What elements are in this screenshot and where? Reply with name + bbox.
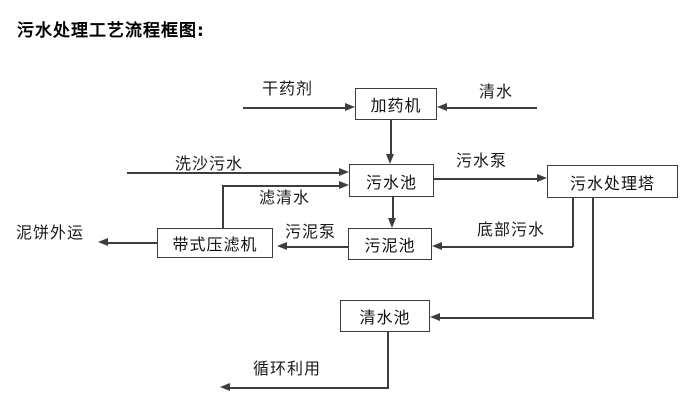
page-title: 污水处理工艺流程框图: [17, 21, 205, 41]
connector-sewage-pump [434, 178, 537, 180]
arrowhead-down-icon [386, 154, 394, 164]
arrowhead-left-icon [430, 313, 440, 321]
connector-mud-cake [108, 242, 157, 244]
node-belt-filter-press: 带式压滤机 [157, 228, 273, 258]
connector-tower-to-clean-v [592, 198, 594, 319]
connector-sludge-pump [287, 246, 348, 248]
connector-sand-washing [127, 172, 339, 174]
arrowhead-left-icon [220, 383, 230, 391]
arrowhead-right-icon [537, 174, 547, 182]
arrowhead-left-icon [437, 103, 447, 111]
node-treatment-tower: 污水处理塔 [547, 165, 678, 198]
node-treatment-tower-label: 污水处理塔 [569, 173, 655, 193]
node-sludge-pool: 污泥池 [348, 228, 432, 260]
connector-tower-to-clean-h [440, 317, 593, 319]
node-sewage-pool: 污水池 [349, 164, 434, 197]
arrowhead-right-icon [339, 168, 349, 176]
arrowhead-left-icon [98, 238, 108, 246]
flow-label-bottom-sewage: 底部污水 [477, 220, 546, 239]
arrowhead-left-icon [277, 242, 287, 250]
connector-filtered-water-h [222, 185, 339, 187]
node-clean-water-pool-label: 清水池 [359, 308, 411, 327]
node-dosing-machine-label: 加药机 [370, 96, 422, 115]
connector-recycle-h [230, 387, 388, 389]
flow-label-clean-water: 清水 [479, 82, 514, 101]
node-clean-water-pool: 清水池 [340, 300, 430, 332]
connector-filtered-water-v [222, 185, 224, 228]
node-belt-filter-press-label: 带式压滤机 [172, 235, 258, 254]
flow-label-dry-agent: 干药剂 [262, 79, 314, 98]
arrowhead-left-icon [432, 242, 442, 250]
connector-bottom-sewage-v [572, 198, 574, 247]
arrowhead-down-icon [388, 218, 396, 228]
flow-label-sand-washing: 洗沙污水 [175, 154, 244, 173]
flow-label-filtered-water: 滤清水 [259, 188, 311, 207]
connector-dry-agent [243, 107, 345, 109]
connector-clean-water [447, 107, 537, 109]
connector-recycle-v [387, 332, 389, 389]
arrowhead-right-icon [339, 181, 349, 189]
flow-label-sewage-pump: 污水泵 [456, 151, 508, 170]
flow-label-recycling: 循环利用 [253, 359, 322, 378]
flow-label-mud-cake-out: 泥饼外运 [16, 223, 85, 242]
connector-sewage-to-sludge [392, 197, 394, 218]
connector-bottom-sewage-h [442, 246, 573, 248]
connector-dosing-to-sewage [390, 120, 392, 156]
flow-label-sludge-pump: 污泥泵 [285, 222, 337, 241]
node-sewage-pool-label: 污水池 [365, 172, 417, 192]
node-sludge-pool-label: 污泥池 [364, 236, 416, 255]
arrowhead-right-icon [345, 103, 355, 111]
node-dosing-machine: 加药机 [355, 88, 437, 120]
